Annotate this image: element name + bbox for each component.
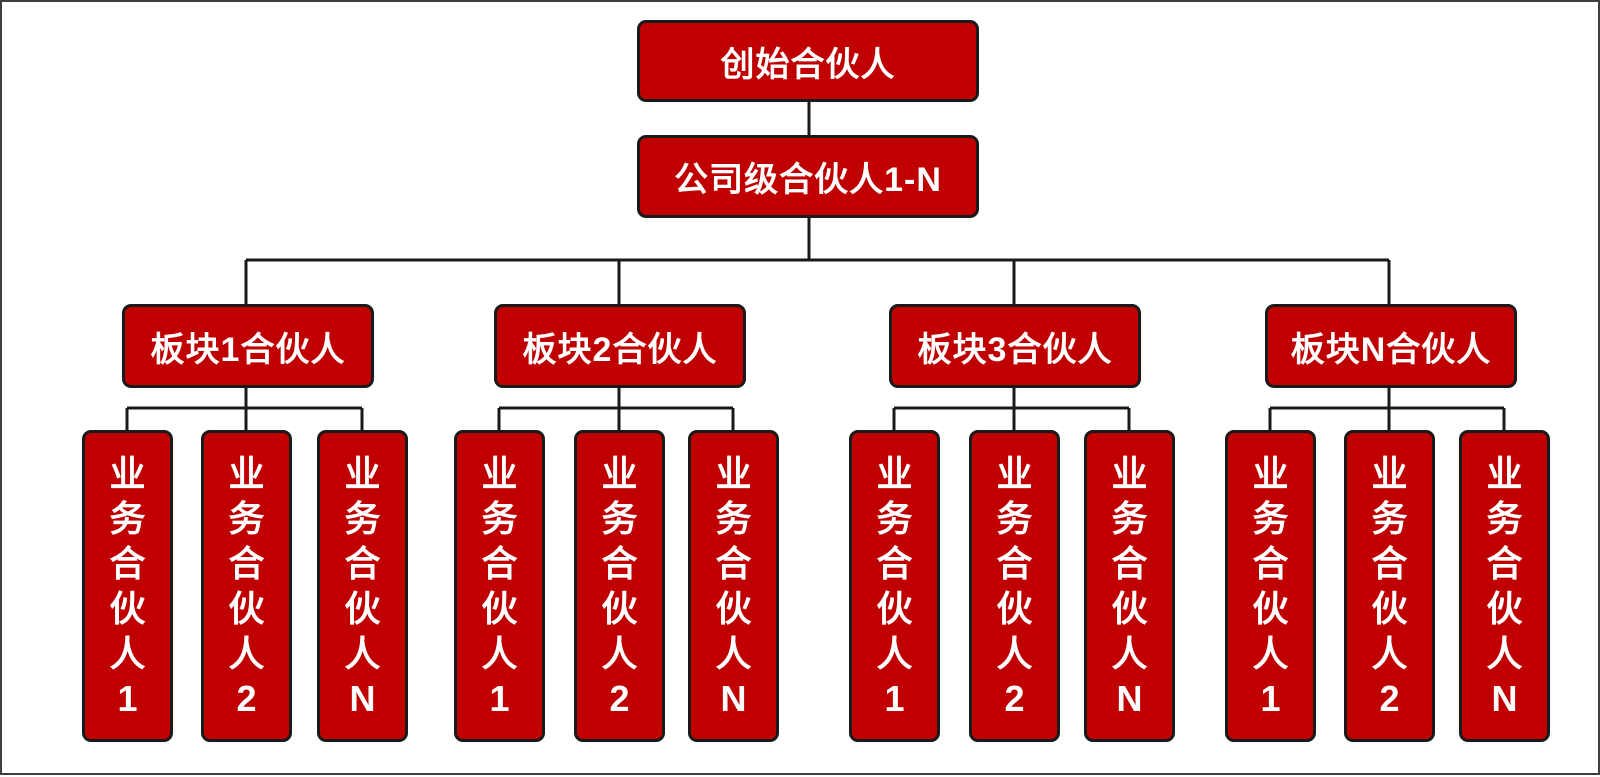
node-business-partner: 业务合伙人1 bbox=[849, 430, 940, 742]
node-founding-partner: 创始合伙人 bbox=[637, 20, 979, 102]
node-segment-1: 板块1合伙人 bbox=[122, 304, 374, 388]
node-business-partner: 业务合伙人2 bbox=[969, 430, 1060, 742]
node-business-partner: 业务合伙人1 bbox=[1225, 430, 1316, 742]
node-segment-n: 板块N合伙人 bbox=[1265, 304, 1517, 388]
node-business-partner: 业务合伙人N bbox=[1084, 430, 1175, 742]
node-business-partner: 业务合伙人1 bbox=[82, 430, 173, 742]
node-business-partner: 业务合伙人2 bbox=[1344, 430, 1435, 742]
node-company-level-partner: 公司级合伙人1-N bbox=[637, 135, 979, 218]
node-business-partner: 业务合伙人2 bbox=[201, 430, 292, 742]
node-business-partner: 业务合伙人1 bbox=[454, 430, 545, 742]
node-business-partner: 业务合伙人2 bbox=[574, 430, 665, 742]
node-segment-3: 板块3合伙人 bbox=[889, 304, 1141, 388]
node-business-partner: 业务合伙人N bbox=[1459, 430, 1550, 742]
node-business-partner: 业务合伙人N bbox=[317, 430, 408, 742]
node-segment-2: 板块2合伙人 bbox=[494, 304, 746, 388]
node-business-partner: 业务合伙人N bbox=[688, 430, 779, 742]
